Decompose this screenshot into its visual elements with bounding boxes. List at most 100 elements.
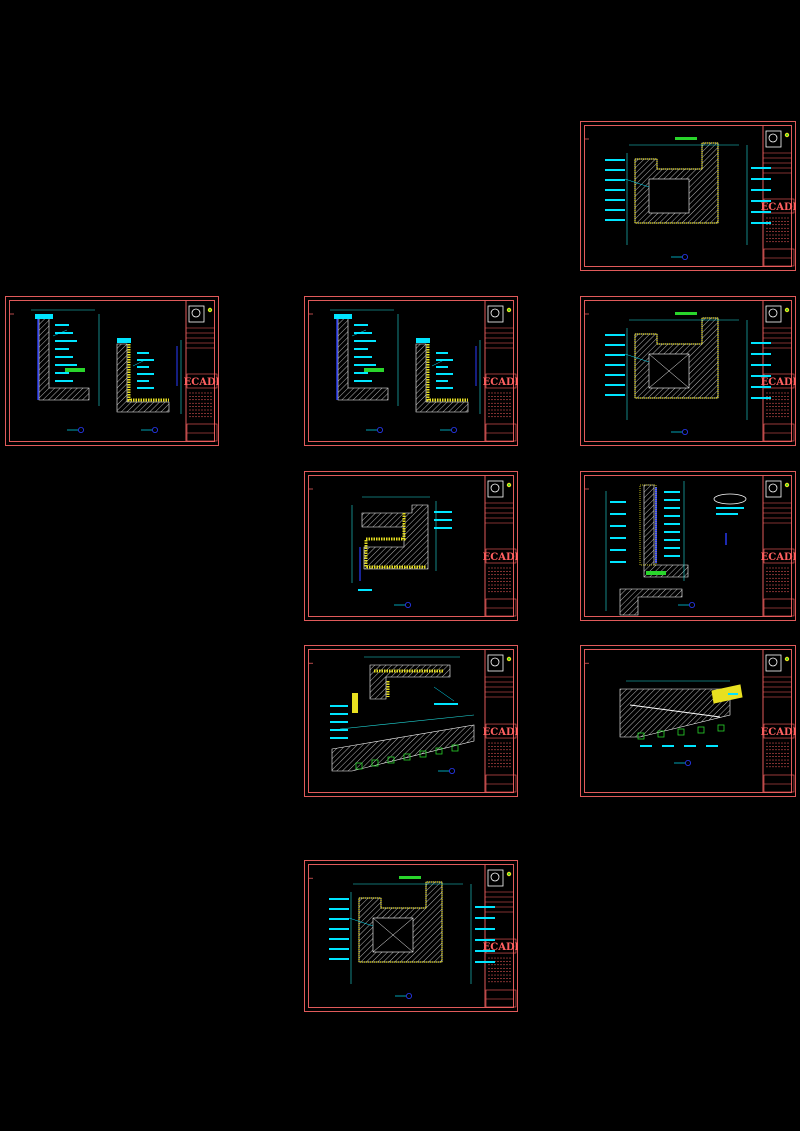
annotation-text [662, 745, 674, 747]
annotation-text [605, 179, 625, 181]
annotation-text [329, 958, 349, 960]
sheet-graphic: ECADI [304, 471, 518, 621]
outer-frame [580, 645, 796, 797]
insulation-layer [127, 344, 169, 402]
annotation-text [329, 948, 349, 950]
sheet-graphic: ECADI [5, 296, 219, 446]
annotation-text [137, 359, 154, 361]
logo-mark [768, 483, 778, 493]
footing [619, 588, 683, 616]
status-dot-inner [508, 658, 510, 660]
concrete-wall [361, 504, 429, 570]
annotation-text [751, 386, 771, 388]
annotation-text [475, 906, 495, 908]
drawing-sheet-5[interactable]: ECADI [304, 471, 518, 621]
status-dot-inner [209, 309, 211, 311]
sheet-graphic: ECADI [580, 296, 796, 446]
inner-frame [584, 475, 792, 617]
annotation-text [751, 353, 771, 355]
detail-marker [151, 426, 158, 433]
annotation-text [751, 222, 771, 224]
revision-cloud [713, 493, 747, 505]
section-tag [399, 876, 421, 879]
drawing-sheet-4[interactable]: ECADI [580, 296, 796, 446]
outer-frame [304, 296, 518, 446]
annotation-text [751, 397, 771, 399]
annotation-text [436, 373, 453, 375]
annotation-text [137, 366, 149, 368]
brand-box [763, 373, 795, 389]
annotation-text [55, 340, 77, 342]
drawing-sheet-3[interactable]: ECADI [304, 296, 518, 446]
drain-fixture [637, 732, 645, 740]
logo-box [765, 654, 782, 672]
drain-fixture [435, 747, 443, 755]
annotation-text [610, 525, 626, 527]
annotation-text [610, 537, 626, 539]
leader-line [431, 359, 445, 367]
annotation-text [751, 364, 771, 366]
inner-frame [308, 649, 514, 793]
annotation-text [610, 561, 626, 563]
inner-frame [9, 300, 215, 442]
titleblock-footer [485, 774, 517, 793]
cap-flashing [416, 338, 430, 343]
brand-box [186, 373, 218, 389]
logo-mark [768, 657, 778, 667]
sloped-slab [619, 688, 731, 738]
detail-marker [689, 601, 696, 608]
brand-box [485, 938, 517, 954]
drawing-sheet-7[interactable]: ECADI [304, 645, 518, 797]
dimension-line [339, 714, 475, 730]
drain-fixture [657, 730, 665, 738]
concrete-wall [116, 343, 170, 413]
detail-marker [685, 760, 692, 767]
drawing-sheet-8[interactable]: ECADI [580, 645, 796, 797]
logo-box [487, 654, 504, 672]
drain-fixture [355, 762, 363, 770]
annotation-text [354, 364, 376, 366]
annotation-text [475, 961, 495, 963]
annotation-text [605, 199, 625, 201]
leader-line [52, 329, 68, 337]
status-dot-inner [508, 484, 510, 486]
drain-fixture [697, 726, 705, 734]
annotation-text [605, 334, 625, 336]
annotation-text [664, 523, 680, 525]
annotation-text [436, 366, 448, 368]
drawing-sheet-2[interactable]: ECADI [5, 296, 219, 446]
drawing-sheet-9[interactable]: ECADI [304, 860, 518, 1012]
brand-label: ECADI [761, 552, 796, 563]
status-dot-inner [786, 309, 788, 311]
annotation-text [475, 939, 495, 941]
status-dot-inner [508, 873, 510, 875]
annotation-text [55, 380, 73, 382]
drain-fixture [677, 728, 685, 736]
annotation-text [354, 380, 372, 382]
annotation-text [55, 348, 69, 350]
annotation-text [664, 499, 680, 501]
titleblock-footer [763, 598, 795, 617]
annotation-text [605, 169, 625, 171]
leader-line [132, 359, 146, 367]
titleblock-footer [485, 989, 517, 1008]
annotation-text [605, 394, 625, 396]
drawing-sheet-1[interactable]: ECADI [580, 121, 796, 271]
annotation-text [610, 549, 626, 551]
annotation-text [664, 515, 680, 517]
annotation-text [751, 375, 771, 377]
cap-flashing [117, 338, 131, 343]
void-cross [372, 917, 414, 953]
void-opening [648, 178, 690, 214]
drawing-sheet-6[interactable]: ECADI [580, 471, 796, 621]
annotation-text [751, 211, 771, 213]
annotation-text [330, 705, 348, 707]
annotation-text [684, 745, 696, 747]
waterproof-layer [634, 142, 719, 224]
sheet-graphic: ECADI [580, 121, 796, 271]
status-dot-inner [786, 658, 788, 660]
callout-tag [364, 368, 384, 372]
annotation-text [354, 356, 372, 358]
annotation-text [605, 219, 625, 221]
logo-mark [191, 308, 201, 318]
